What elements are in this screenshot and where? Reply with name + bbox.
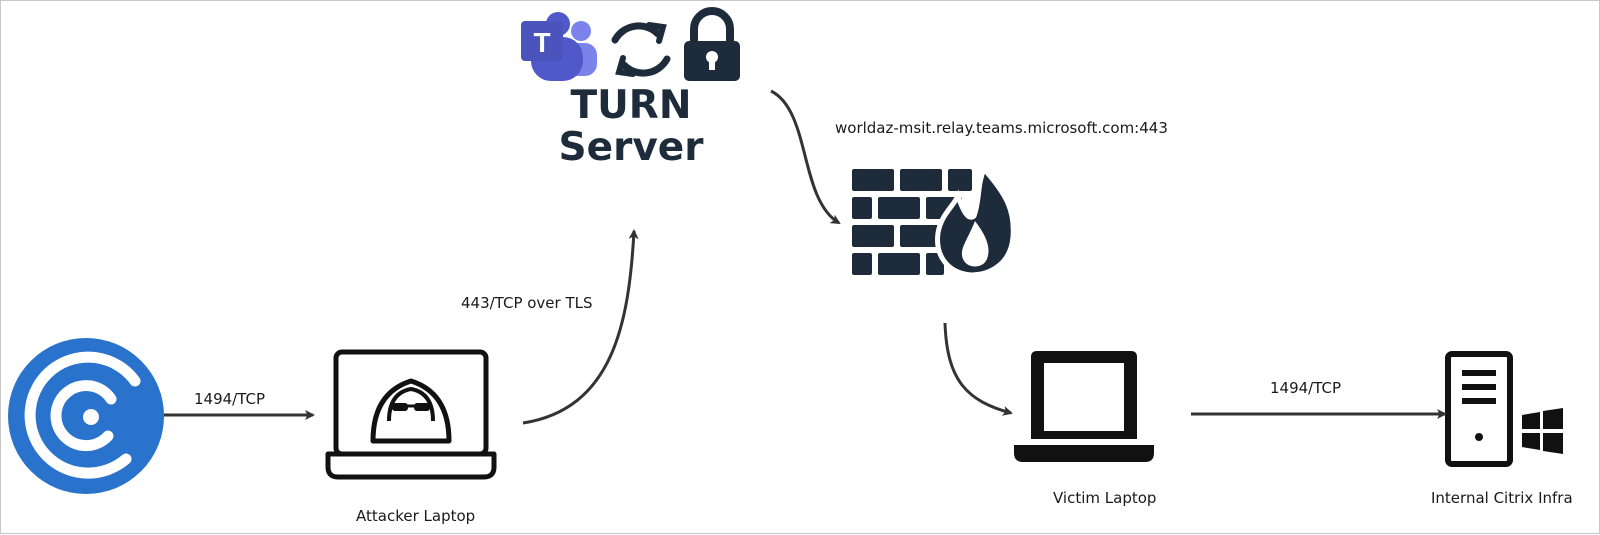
victim-laptop-label: Victim Laptop: [1053, 489, 1157, 507]
relay-host-label: worldaz-msit.relay.teams.microsoft.com:4…: [835, 119, 1168, 137]
arrow-firewall-to-victim: [943, 322, 1013, 416]
sync-icon: [611, 22, 671, 77]
turn-server-title-line1: TURN: [570, 83, 692, 128]
tls-link-label: 443/TCP over TLS: [461, 294, 593, 312]
internal-citrix-infra-label: Internal Citrix Infra: [1431, 489, 1573, 507]
arrow-turn-to-firewall: [770, 89, 841, 225]
attacker-laptop-label: Attacker Laptop: [356, 507, 476, 525]
microsoft-teams-icon: T: [521, 12, 597, 81]
arrow-attacker-to-turn: [522, 229, 639, 425]
padlock-icon: [684, 7, 740, 81]
firewall-icon: [852, 164, 1016, 278]
victim-to-infra-port-label: 1494/TCP: [1270, 379, 1342, 397]
windows-logo-icon: [1522, 408, 1563, 454]
citrix-to-attacker-port-label: 1494/TCP: [194, 390, 266, 408]
svg-text:T: T: [533, 27, 550, 58]
turn-server-title: TURN Server: [501, 85, 761, 169]
hacker-laptop-icon: [325, 349, 497, 480]
turn-server-title-line2: Server: [558, 125, 704, 170]
server-tower-icon: [1445, 351, 1513, 467]
laptop-icon: [1014, 351, 1154, 462]
citrix-workspace-icon: [8, 338, 164, 494]
